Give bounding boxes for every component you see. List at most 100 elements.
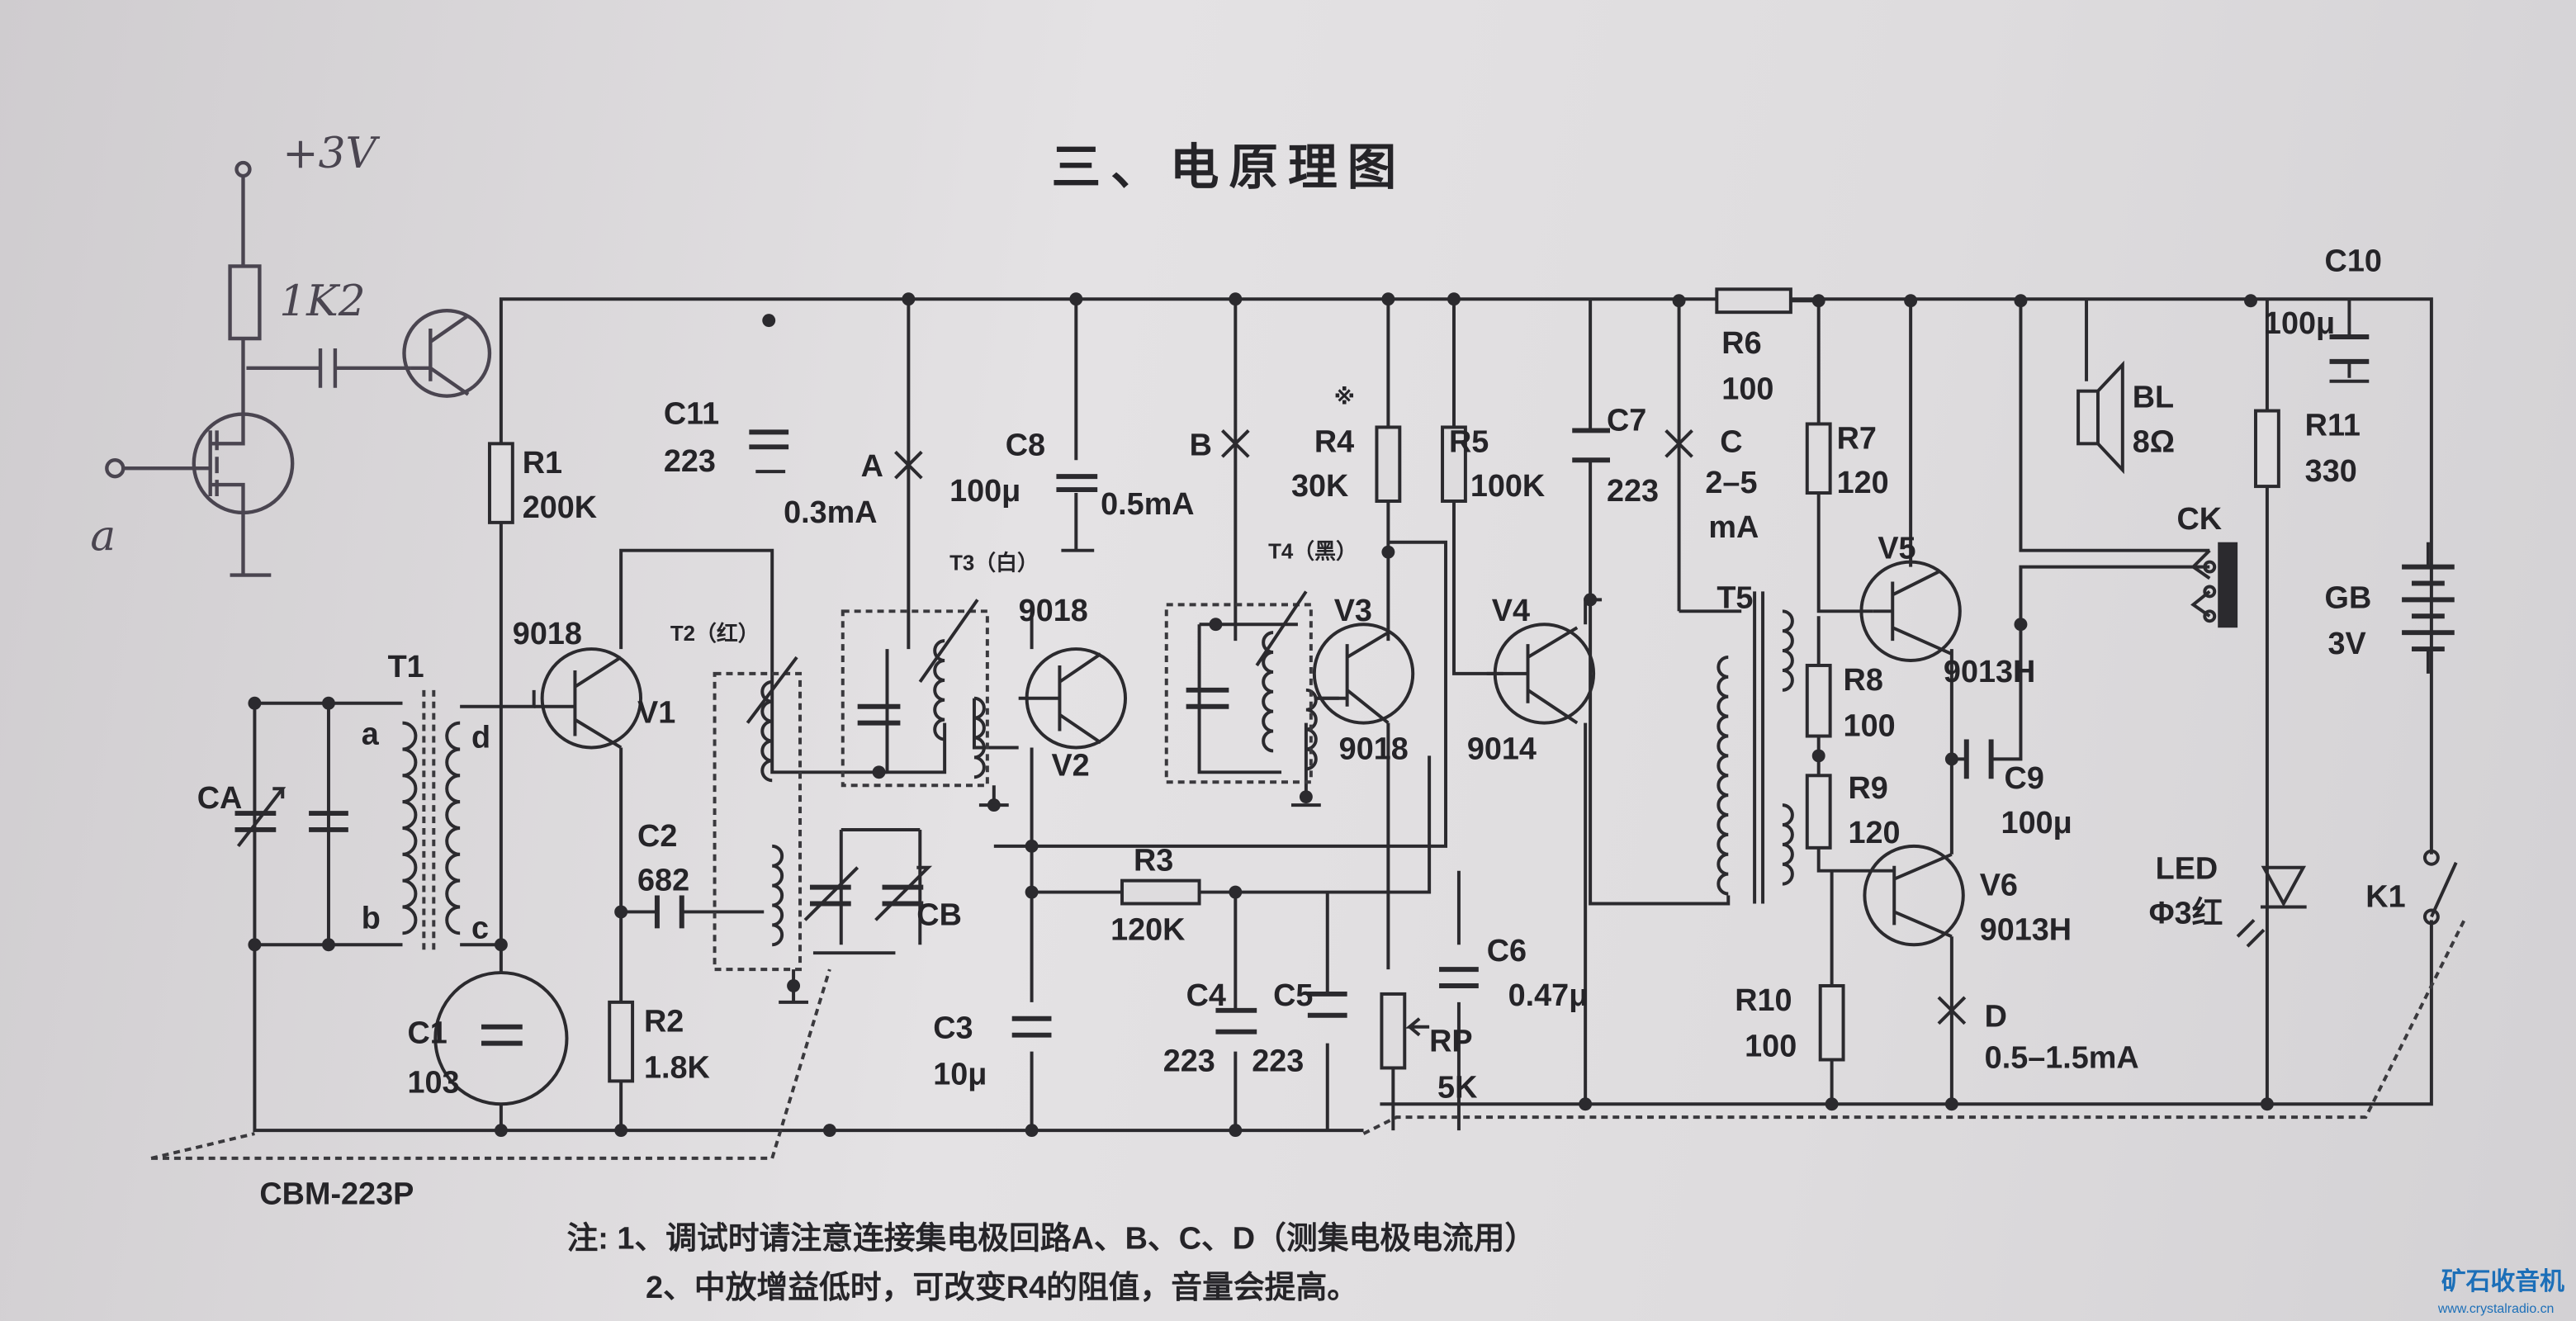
ground-symbols <box>755 379 2370 1004</box>
resistor-r11 <box>2254 409 2280 489</box>
resistor-r4 <box>1375 425 1402 503</box>
resistor-r1 <box>487 442 514 524</box>
resistor-r7 <box>1805 422 1832 495</box>
label-v5: V5 <box>1878 532 1915 566</box>
label-c3-val: 10μ <box>933 1057 987 1091</box>
label-t1-b: b <box>362 901 381 935</box>
label-t1-a: a <box>362 717 380 751</box>
led-indicator <box>2236 865 2307 948</box>
watermark-url: www.crystalradio.cn <box>2437 1302 2555 1316</box>
handwritten-input: a <box>90 512 116 561</box>
label-c10-val: 100μ <box>2264 306 2335 341</box>
test-point-c <box>1664 429 1693 458</box>
label-r5-val: 100K <box>1470 469 1545 504</box>
label-c7: C7 <box>1607 403 1646 438</box>
label-t1-c: c <box>471 911 489 945</box>
label-t3: T3（白） <box>949 551 1039 575</box>
capacitor-c6 <box>1439 967 1479 988</box>
input-terminal <box>105 458 125 479</box>
variable-cap-arrows <box>236 787 933 921</box>
transistor-v2 <box>1018 647 1127 750</box>
label-v1-type: 9018 <box>513 617 582 651</box>
t4-secondary-coil <box>1305 688 1318 771</box>
label-v3: V3 <box>1334 594 1372 628</box>
label-c8-val: 100μ <box>949 474 1020 509</box>
label-r11: R11 <box>2305 408 2361 443</box>
gang-linkage <box>150 919 2466 1160</box>
label-d-current: 0.5–1.5mA <box>1985 1040 2139 1075</box>
t5-primary-coil <box>1717 656 1729 896</box>
label-c5: C5 <box>1273 978 1313 1013</box>
label-r10-val: 100 <box>1745 1030 1797 1064</box>
capacitor-c10 <box>2329 334 2370 364</box>
t4-primary-coil <box>1262 631 1274 753</box>
label-v6: V6 <box>1980 869 2018 903</box>
capacitor-c2 <box>654 895 684 929</box>
label-c-current-1: 2–5 <box>1705 466 1757 500</box>
jfet-leads <box>123 410 272 577</box>
label-b: B <box>1190 428 1212 462</box>
label-c3: C3 <box>933 1011 973 1046</box>
label-r7-val: 120 <box>1837 466 1889 500</box>
t2-shield <box>713 671 803 972</box>
label-v4: V4 <box>1492 594 1530 628</box>
capacitor-c7 <box>1572 428 1610 463</box>
t1-secondary-coil <box>445 721 461 935</box>
handwritten-wiring <box>228 176 411 411</box>
transistor-v1 <box>533 647 643 750</box>
label-cbm: CBM-223P <box>259 1177 414 1212</box>
capacitor-c11 <box>749 429 789 450</box>
label-r11-val: 330 <box>2305 454 2357 489</box>
label-c1-val: 103 <box>407 1065 459 1100</box>
label-ck: CK <box>2176 502 2222 537</box>
resistor-r5 <box>1441 425 1467 503</box>
t2-secondary-coil <box>772 844 784 947</box>
test-point-a <box>894 450 923 480</box>
handwritten-sketch: +3V 1K2 a <box>90 129 492 577</box>
t5-core <box>1753 591 1765 904</box>
resistor-r3 <box>1120 878 1201 906</box>
label-bl-val: 8Ω <box>2133 424 2175 459</box>
label-r1-val: 200K <box>523 490 597 525</box>
label-r9: R9 <box>1849 771 1888 806</box>
label-c11-val: 223 <box>664 444 716 479</box>
label-t1: T1 <box>388 650 424 684</box>
label-r5: R5 <box>1449 424 1489 459</box>
label-c10: C10 <box>2325 244 2382 278</box>
label-v4-type: 9014 <box>1467 732 1537 766</box>
label-r4-mark: ※ <box>1334 386 1355 410</box>
label-t2: T2（红） <box>670 621 760 646</box>
t2-primary-coil <box>760 679 773 783</box>
t3-shield <box>841 609 989 788</box>
label-r10: R10 <box>1735 983 1792 1018</box>
label-r1: R1 <box>523 446 562 481</box>
transistor-v6 <box>1863 844 1965 947</box>
note-line-1: 注: 1、调试时请注意连接集电极回路A、B、C、D（测集电极电流用） <box>566 1221 1536 1256</box>
label-cb: CB <box>916 897 962 932</box>
label-v6-type: 9013H <box>1980 912 2072 947</box>
label-led: LED <box>2156 852 2218 887</box>
label-c6: C6 <box>1487 934 1527 968</box>
resistor-r9 <box>1805 774 1832 850</box>
note-line-2: 2、中放增益低时，可改变R4的阻值，音量会提高。 <box>646 1271 1358 1305</box>
capacitor-c3 <box>1011 1016 1052 1038</box>
shield-boxes <box>150 590 2466 1160</box>
if-tuning-capacitors <box>857 687 1229 726</box>
label-r8: R8 <box>1844 663 1883 698</box>
label-r6: R6 <box>1721 326 1761 361</box>
supply-terminal <box>234 160 252 178</box>
diagram-title: 三、电原理图 <box>1051 140 1406 195</box>
label-r2: R2 <box>644 1005 684 1039</box>
t3-primary-coil <box>933 639 945 741</box>
label-t1-d: d <box>471 720 490 755</box>
label-bl: BL <box>2133 381 2174 415</box>
label-c6-val: 0.47μ <box>1508 978 1589 1013</box>
label-c4-val: 223 <box>1163 1044 1215 1078</box>
label-v2: V2 <box>1051 748 1089 783</box>
label-c8: C8 <box>1006 428 1045 462</box>
label-c1: C1 <box>407 1016 447 1051</box>
label-c11: C11 <box>664 396 719 431</box>
capacitor-cb <box>809 884 924 907</box>
capacitors <box>234 334 2370 1046</box>
